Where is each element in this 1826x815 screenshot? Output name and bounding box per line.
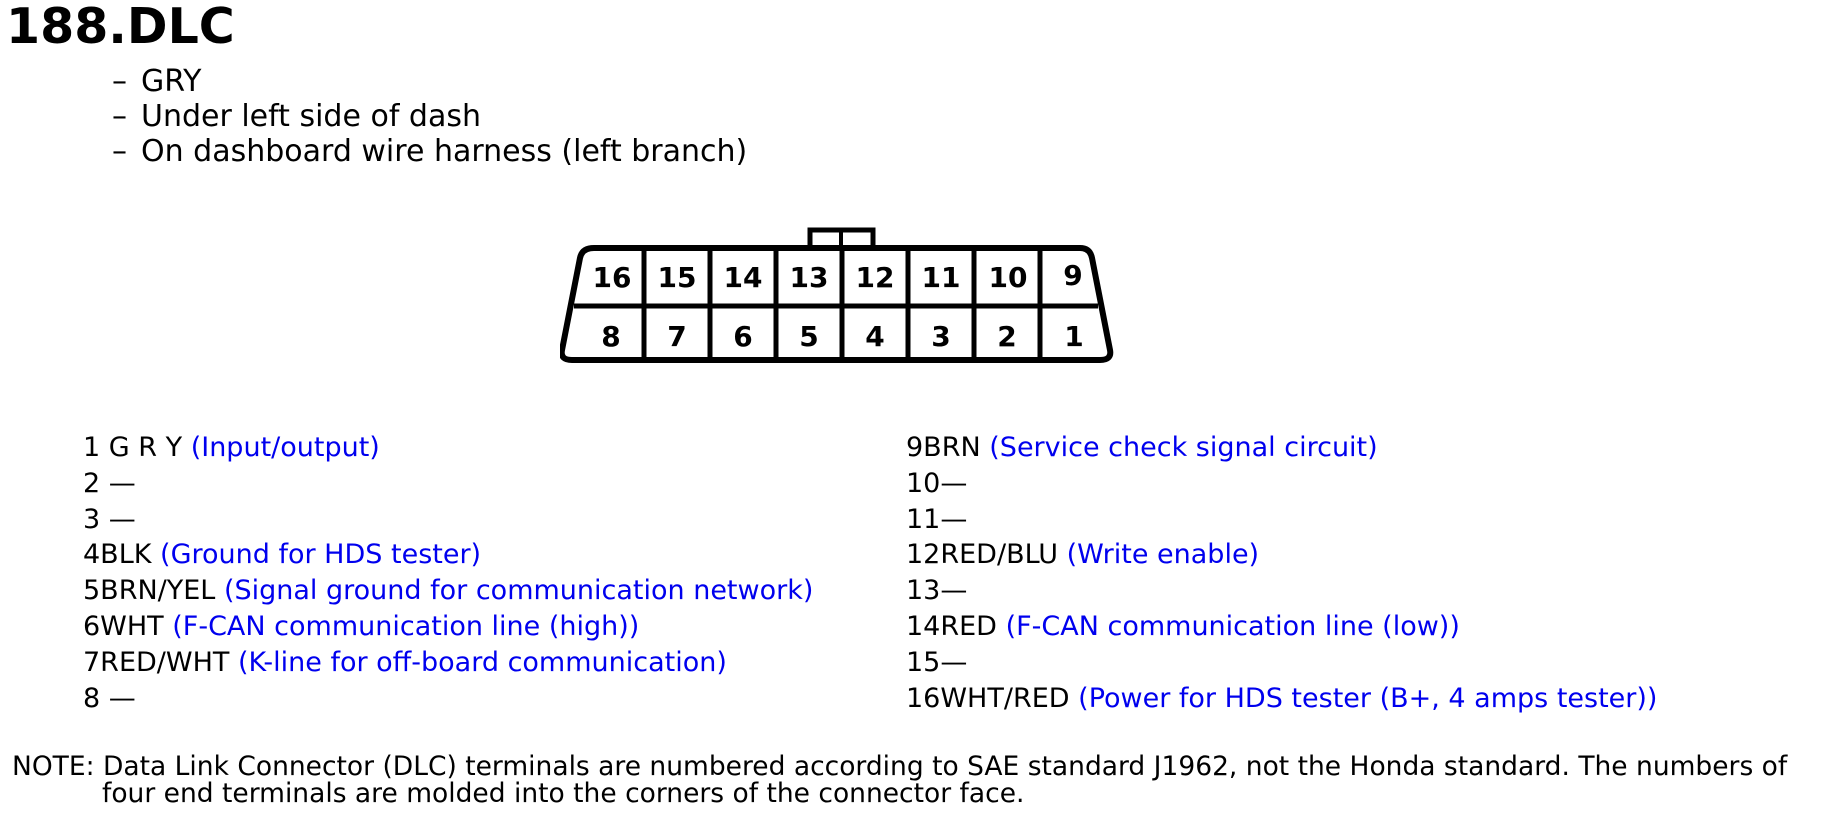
pin-label: 11— <box>906 503 968 535</box>
pin-row: 5BRN/YEL (Signal ground for communicatio… <box>83 573 813 609</box>
pin-label: 3 — <box>83 503 136 535</box>
pin-label: 2 — <box>83 467 136 499</box>
pin-number: 6 <box>733 320 752 353</box>
pin-label: 8 — <box>83 682 136 714</box>
pin-row: 11— <box>906 502 1657 538</box>
pin-number: 14 <box>724 261 763 294</box>
pin-number: 4 <box>865 320 884 353</box>
pin-description: (Write enable) <box>1066 539 1260 571</box>
pin-number: 7 <box>667 320 686 353</box>
pin-row: 8 — <box>83 681 813 717</box>
pin-row: 4BLK (Ground for HDS tester) <box>83 537 813 573</box>
pin-row: 9BRN (Service check signal circuit) <box>906 430 1657 466</box>
pin-row: 10— <box>906 466 1657 502</box>
property-dash: – <box>112 134 127 169</box>
pin-row: 13— <box>906 573 1657 609</box>
pin-number: 12 <box>856 261 895 294</box>
pin-label: 1 G R Y <box>83 432 183 463</box>
pin-description: (Signal ground for communication network… <box>223 575 814 607</box>
pin-row: 7RED/WHT (K-line for off-board communica… <box>83 645 813 681</box>
property-text: On dashboard wire harness (left branch) <box>141 134 748 169</box>
pin-label: 10— <box>906 467 968 499</box>
pin-label: 6WHT <box>83 610 164 642</box>
pin-description: (Ground for HDS tester) <box>160 539 482 571</box>
pin-label: 15— <box>906 646 968 678</box>
pin-number: 15 <box>658 261 697 294</box>
note-line: four end terminals are molded into the c… <box>102 778 1025 809</box>
pin-label: 9BRN <box>906 432 981 463</box>
pin-number: 3 <box>931 320 950 353</box>
property-item: –GRY <box>112 64 747 99</box>
pin-row: 1 G R Y (Input/output) <box>83 430 813 466</box>
pin-description: (F-CAN communication line (low)) <box>1005 610 1460 642</box>
pin-number: 13 <box>790 261 829 294</box>
pin-number: 10 <box>989 261 1028 294</box>
pin-row: 2 — <box>83 466 813 502</box>
pin-label: 5BRN/YEL <box>83 575 216 607</box>
pin-number: 9 <box>1063 259 1082 292</box>
pin-description: (F-CAN communication line (high)) <box>172 610 640 642</box>
pin-number: 1 <box>1064 320 1083 353</box>
pin-label: 16WHT/RED <box>906 682 1070 714</box>
pin-row: 3 — <box>83 502 813 538</box>
pin-label: 13— <box>906 575 968 607</box>
pin-row: 15— <box>906 645 1657 681</box>
pin-number: 2 <box>997 320 1016 353</box>
pin-description: (Power for HDS tester (B+, 4 amps tester… <box>1078 682 1658 714</box>
property-item: –On dashboard wire harness (left branch) <box>112 134 747 169</box>
pin-label: 7RED/WHT <box>83 646 230 678</box>
pin-list-right: 9BRN (Service check signal circuit) 10— … <box>906 430 1657 716</box>
pin-label: 14RED <box>906 610 997 642</box>
property-text: Under left side of dash <box>141 99 481 134</box>
pin-number: 5 <box>799 320 818 353</box>
pin-dividers <box>641 248 1043 360</box>
property-text: GRY <box>141 64 202 99</box>
connector-face-diagram: 16 15 14 13 12 11 10 9 8 7 6 5 4 3 2 1 <box>560 227 1114 363</box>
pin-number: 11 <box>922 261 961 294</box>
note-line: NOTE: Data Link Connector (DLC) terminal… <box>12 751 1788 782</box>
pin-row: 14RED (F-CAN communication line (low)) <box>906 609 1657 645</box>
pin-label: 4BLK <box>83 539 152 571</box>
pin-number: 16 <box>593 261 632 294</box>
property-dash: – <box>112 64 127 99</box>
property-item: –Under left side of dash <box>112 99 747 134</box>
pin-description: (K-line for off-board communication) <box>237 646 727 678</box>
footnote: NOTE: Data Link Connector (DLC) terminal… <box>12 753 1787 807</box>
pin-description: (Input/output) <box>190 432 380 463</box>
pin-label: 12RED/BLU <box>906 539 1059 571</box>
pin-row: 12RED/BLU (Write enable) <box>906 537 1657 573</box>
property-dash: – <box>112 99 127 134</box>
pin-description: (Service check signal circuit) <box>989 432 1378 463</box>
connector-housing <box>560 245 1114 363</box>
pin-number: 8 <box>601 320 620 353</box>
pin-row: 16WHT/RED (Power for HDS tester (B+, 4 a… <box>906 681 1657 717</box>
pin-row: 6WHT (F-CAN communication line (high)) <box>83 609 813 645</box>
page-title: 188.DLC <box>6 0 235 55</box>
connector-properties: –GRY –Under left side of dash –On dashbo… <box>112 64 747 169</box>
pin-list-left: 1 G R Y (Input/output) 2 — 3 — 4BLK (Gro… <box>83 430 813 716</box>
